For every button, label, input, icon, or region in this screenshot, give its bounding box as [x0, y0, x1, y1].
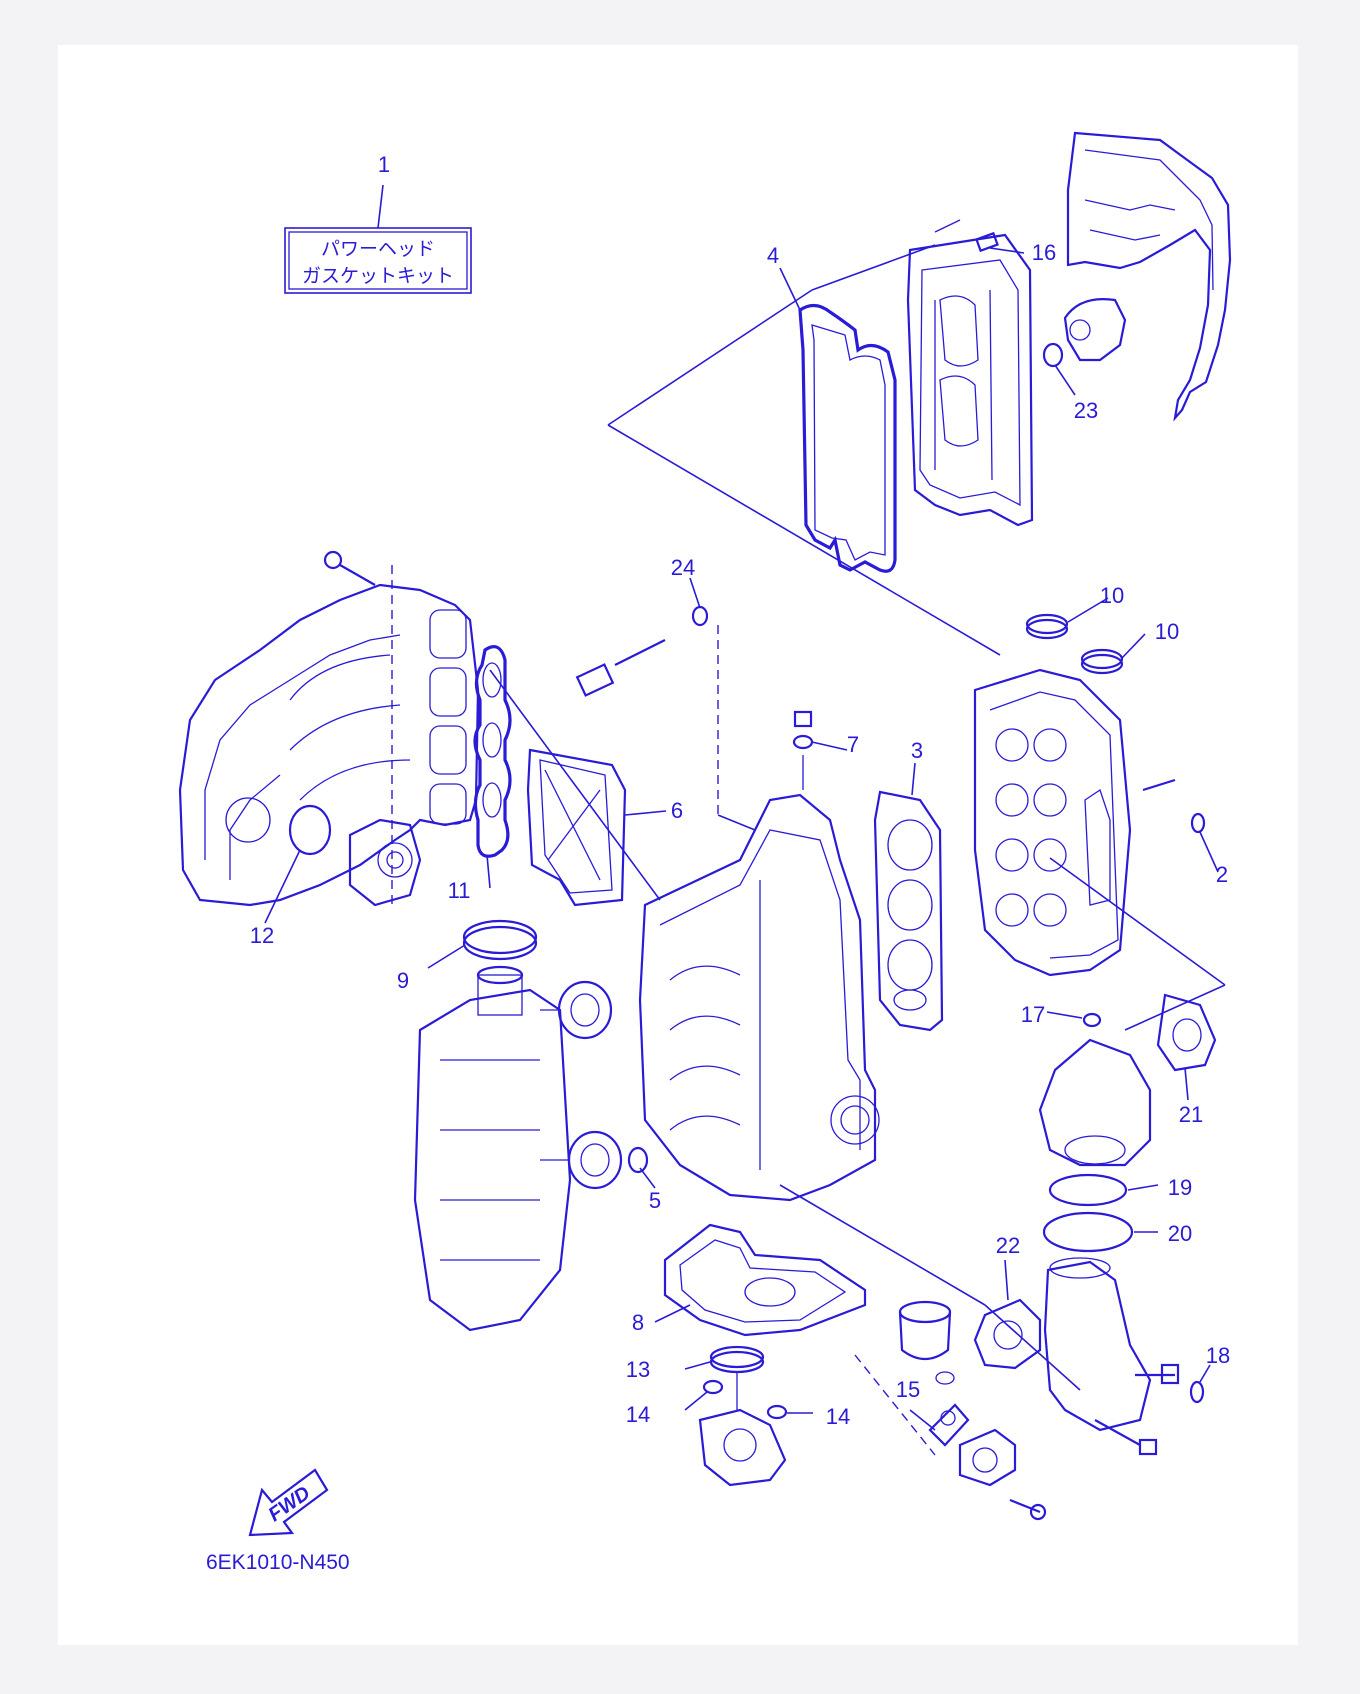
- crankshaft-pistons: [413, 965, 623, 1332]
- item-18-oring[interactable]: [1189, 1380, 1205, 1404]
- callout-10a[interactable]: 10: [1100, 583, 1124, 608]
- callout-numbers: 1 2 3 4 5 6 7 8 9 10 10 11 12 13 14 14 1…: [250, 152, 1230, 1429]
- item-20-oring[interactable]: [1042, 1211, 1134, 1253]
- item-23-bracket: [1042, 298, 1127, 368]
- callout-22[interactable]: 22: [996, 1233, 1020, 1258]
- valve-cover-gasket[interactable]: [798, 303, 897, 573]
- fwd-arrow: FWD: [248, 1468, 329, 1537]
- callout-7[interactable]: 7: [847, 732, 859, 757]
- callout-6[interactable]: 6: [671, 798, 683, 823]
- item-7-part: [792, 710, 814, 790]
- callout-1[interactable]: 1: [378, 152, 390, 177]
- callout-23[interactable]: 23: [1074, 398, 1098, 423]
- item-12-oring[interactable]: [288, 804, 332, 856]
- item-7-oring[interactable]: [792, 734, 814, 750]
- item-22-gasket[interactable]: [973, 1298, 1042, 1370]
- item-14-oring-a[interactable]: [702, 1379, 724, 1395]
- callout-24[interactable]: 24: [671, 555, 695, 580]
- thermostat-elbow: [1038, 1038, 1152, 1167]
- callout-10b[interactable]: 10: [1155, 619, 1179, 644]
- callout-15[interactable]: 15: [896, 1377, 920, 1402]
- callout-16[interactable]: 16: [1032, 240, 1056, 265]
- oil-filter-base: [958, 1428, 1047, 1521]
- callout-18[interactable]: 18: [1206, 1343, 1230, 1368]
- kit-label-line2: ガスケットキット: [302, 265, 454, 287]
- callout-5[interactable]: 5: [649, 1188, 661, 1213]
- item-19-oring[interactable]: [1048, 1173, 1128, 1207]
- item-23-oring[interactable]: [1042, 342, 1064, 368]
- intake-manifold: [178, 583, 480, 907]
- item-14-oring-b[interactable]: [766, 1404, 788, 1420]
- upper-timing-cover: [1066, 131, 1232, 422]
- manifold-bolt: [323, 550, 376, 586]
- diagram-sheet: [58, 45, 1298, 1645]
- callout-14b[interactable]: 14: [826, 1404, 850, 1429]
- callout-11[interactable]: 11: [448, 878, 471, 903]
- item-8-gasket[interactable]: [663, 1223, 867, 1337]
- throttle-body: [348, 818, 422, 907]
- item-9-seal[interactable]: [462, 919, 538, 961]
- item-11-intake-gasket[interactable]: [473, 645, 512, 858]
- item-2-oring[interactable]: [1190, 812, 1206, 834]
- callout-17[interactable]: 17: [1021, 1002, 1045, 1027]
- callout-21[interactable]: 21: [1179, 1102, 1203, 1127]
- callout-19[interactable]: 19: [1168, 1175, 1192, 1200]
- callout-8[interactable]: 8: [632, 1310, 644, 1335]
- item-21-gasket[interactable]: [1156, 993, 1217, 1072]
- kit-label-inner-box: [288, 231, 468, 290]
- item-16-part[interactable]: [934, 219, 999, 253]
- cylinder-head-cover: [906, 233, 1034, 527]
- item-24-oring[interactable]: [691, 605, 709, 627]
- item-3-head-gasket[interactable]: [873, 790, 944, 1032]
- item-10-seal-a[interactable]: [1025, 613, 1069, 640]
- callout-4[interactable]: 4: [767, 243, 779, 268]
- oil-filter: [898, 1300, 955, 1385]
- item-10-seal-b[interactable]: [1080, 648, 1124, 675]
- item-18-part: [1135, 1363, 1205, 1404]
- kit-label-box: [284, 227, 472, 294]
- callout-2[interactable]: 2: [1216, 862, 1228, 887]
- kit-label-line1: パワーヘッド: [321, 239, 435, 260]
- exhaust-elbow: [1043, 1257, 1152, 1432]
- callout-3[interactable]: 3: [911, 738, 923, 763]
- kit-label-group[interactable]: パワーヘッド ガスケットキット: [284, 184, 472, 294]
- item-24-sensor: [575, 605, 709, 697]
- cylinder-head: [973, 668, 1132, 977]
- item-5-oring[interactable]: [627, 1146, 649, 1174]
- item-17-oring[interactable]: [1082, 1012, 1102, 1028]
- exhaust-bolt: [1094, 1419, 1158, 1456]
- cylinder-block: [638, 793, 880, 1202]
- item-13-seal[interactable]: [709, 1345, 765, 1374]
- callout-12[interactable]: 12: [250, 923, 274, 948]
- callout-9[interactable]: 9: [397, 968, 409, 993]
- callout-14a[interactable]: 14: [626, 1402, 650, 1427]
- callout-13[interactable]: 13: [626, 1357, 650, 1382]
- diagram-code: 6EK1010-N450: [206, 1551, 350, 1574]
- item-2-part: [1142, 778, 1206, 834]
- assembly-lines: [391, 244, 1226, 1456]
- callout-20[interactable]: 20: [1168, 1221, 1192, 1246]
- oil-pump: [698, 1372, 787, 1487]
- callout-leaders: [264, 247, 1219, 1431]
- item-15-clip[interactable]: [928, 1403, 970, 1447]
- item-6-gasket[interactable]: [526, 748, 627, 907]
